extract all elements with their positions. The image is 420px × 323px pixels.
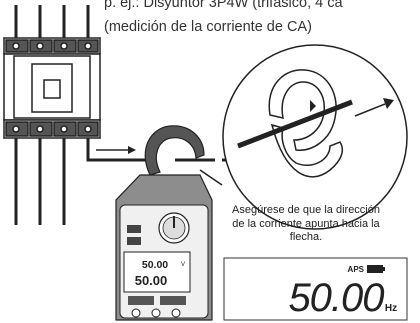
lcd-display-zoom: APS 50.00 Hz bbox=[223, 257, 408, 321]
current-arrow-icon bbox=[96, 146, 136, 154]
clamp-meter-icon: 50.00 50.00 V bbox=[115, 125, 213, 321]
breaker-icon bbox=[3, 5, 150, 225]
meter-lcd-unit: V bbox=[181, 262, 185, 268]
zoom-callout bbox=[199, 44, 408, 230]
battery-icon bbox=[367, 265, 385, 273]
direction-note: Asegúrese de que la dirección de la corr… bbox=[232, 204, 380, 243]
meter-lcd-secondary: 50.00 bbox=[135, 273, 168, 288]
aps-indicator: APS bbox=[348, 265, 365, 274]
lcd-reading: 50.00 bbox=[288, 276, 384, 320]
caption-line-2: (medición de la corriente de CA) bbox=[104, 19, 312, 35]
caption-line-1: p. ej.: Disyuntor 3P4W (trifásico, 4 ca bbox=[104, 0, 343, 11]
lcd-unit: Hz bbox=[385, 303, 397, 314]
meter-lcd-main: 50.00 bbox=[142, 259, 168, 271]
